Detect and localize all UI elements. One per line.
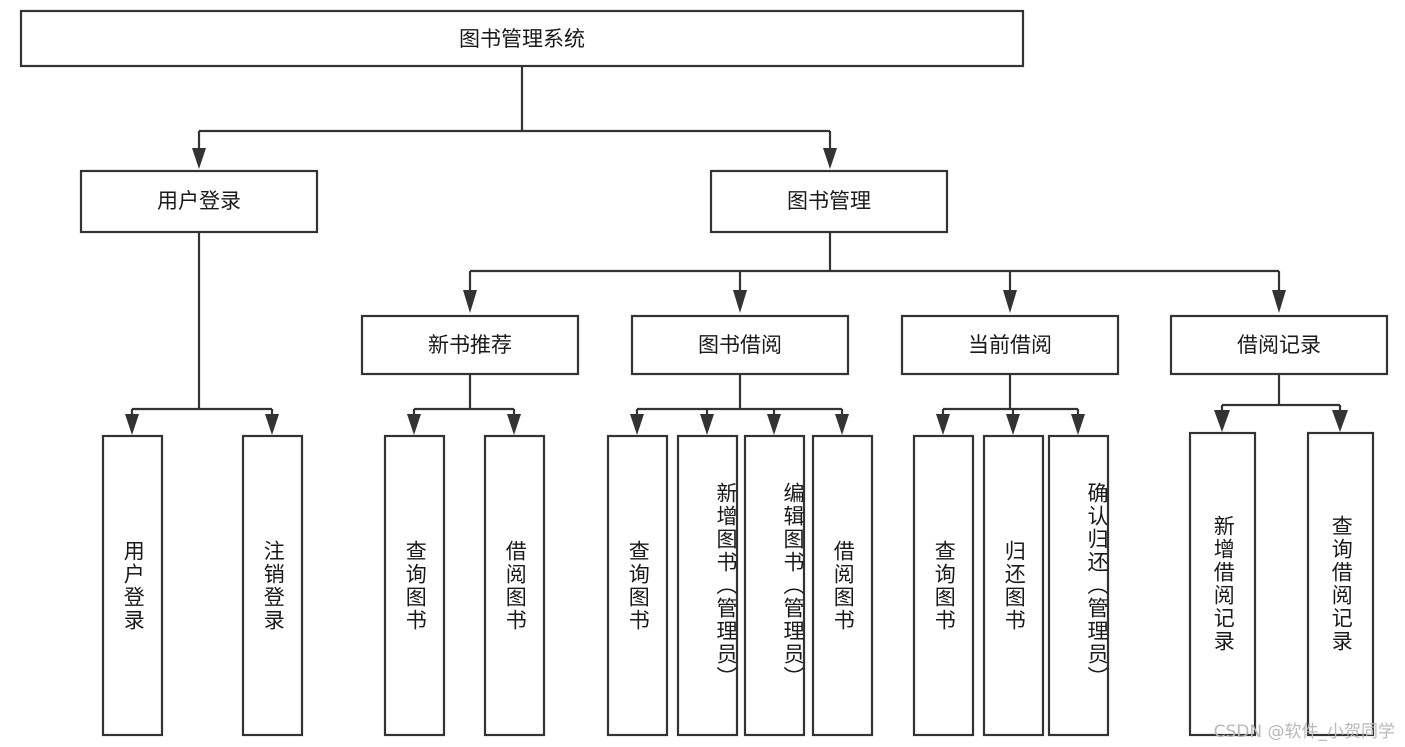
node-borrow-record-label: 借阅记录 bbox=[1237, 333, 1321, 357]
arrow-bm-to-book-borrow-icon bbox=[733, 290, 747, 313]
arrow-cb-leaf-2-icon bbox=[1006, 414, 1020, 435]
leaf-box-edit-book[interactable] bbox=[743, 434, 806, 737]
arrow-bb-leaf-4-icon bbox=[835, 414, 849, 435]
arrow-br-leaf-1-icon bbox=[1214, 410, 1230, 432]
node-borrow-record[interactable]: 借阅记录 bbox=[1169, 314, 1389, 376]
node-root[interactable]: 图书管理系统 bbox=[19, 9, 1025, 68]
leaf-box-add-record[interactable] bbox=[1188, 431, 1257, 737]
node-book-management[interactable]: 图书管理 bbox=[709, 169, 949, 234]
arrow-bb-leaf-1-icon bbox=[630, 414, 644, 435]
arrow-nbr-leaf-1-icon bbox=[407, 414, 421, 435]
leaf-boxes bbox=[101, 431, 1375, 737]
node-book-management-label: 图书管理 bbox=[787, 189, 871, 213]
node-user-login-label: 用户登录 bbox=[157, 189, 241, 213]
arrow-user-login-leaf-1-icon bbox=[125, 414, 139, 435]
csdn-watermark: CSDN @软件_小贺同学 bbox=[1213, 722, 1395, 742]
arrow-user-login-leaf-2-icon bbox=[265, 414, 279, 435]
connector-group-book-borrow bbox=[630, 374, 849, 435]
node-user-login-box[interactable] bbox=[79, 169, 319, 234]
node-book-borrow-label: 图书借阅 bbox=[698, 333, 782, 357]
leaf-box-confirm-return[interactable] bbox=[1047, 434, 1110, 737]
node-current-borrow-label: 当前借阅 bbox=[968, 333, 1052, 357]
leaf-box-add-book[interactable] bbox=[676, 434, 739, 737]
connector-group-user-login bbox=[125, 232, 279, 435]
node-new-book-recommend[interactable]: 新书推荐 bbox=[360, 314, 580, 376]
arrow-bb-leaf-3-icon bbox=[767, 414, 781, 435]
arrow-cb-leaf-1-icon bbox=[936, 414, 950, 435]
arrow-root-to-book-management-icon bbox=[823, 148, 837, 169]
leaf-box-query-book-2[interactable] bbox=[606, 434, 669, 737]
node-root-box[interactable] bbox=[19, 9, 1025, 68]
connector-group-root bbox=[192, 66, 837, 169]
leaf-box-user-login[interactable] bbox=[101, 434, 164, 737]
leaf-box-return-book[interactable] bbox=[982, 434, 1045, 737]
leaf-box-query-book-3[interactable] bbox=[912, 434, 975, 737]
node-borrow-record-box[interactable] bbox=[1169, 314, 1389, 376]
leaf-box-query-book-1[interactable] bbox=[383, 434, 446, 737]
node-new-book-recommend-label: 新书推荐 bbox=[428, 333, 512, 357]
node-user-login[interactable]: 用户登录 bbox=[79, 169, 319, 234]
connector-group-new-book-recommend bbox=[407, 374, 521, 435]
arrow-bm-to-new-book-icon bbox=[463, 290, 477, 313]
arrow-bb-leaf-2-icon bbox=[700, 414, 714, 435]
leaf-box-query-record[interactable] bbox=[1306, 431, 1375, 737]
node-book-management-box[interactable] bbox=[709, 169, 949, 234]
leaf-box-logout-login[interactable] bbox=[241, 434, 304, 737]
node-current-borrow-box[interactable] bbox=[900, 314, 1120, 376]
arrow-cb-leaf-3-icon bbox=[1071, 414, 1085, 435]
arrow-nbr-leaf-2-icon bbox=[507, 414, 521, 435]
node-current-borrow[interactable]: 当前借阅 bbox=[900, 314, 1120, 376]
node-new-book-recommend-box[interactable] bbox=[360, 314, 580, 376]
connector-group-borrow-record bbox=[1214, 374, 1348, 432]
node-book-borrow[interactable]: 图书借阅 bbox=[630, 314, 850, 376]
node-book-borrow-box[interactable] bbox=[630, 314, 850, 376]
arrow-bm-to-current-borrow-icon bbox=[1003, 290, 1017, 313]
connector-group-current-borrow bbox=[936, 374, 1085, 435]
leaf-box-borrow-book-2[interactable] bbox=[811, 434, 874, 737]
arrow-br-leaf-2-icon bbox=[1332, 410, 1348, 432]
connector-group-book-management bbox=[463, 232, 1286, 313]
leaf-box-borrow-book-1[interactable] bbox=[483, 434, 546, 737]
node-root-label: 图书管理系统 bbox=[459, 27, 585, 51]
arrow-bm-to-borrow-record-icon bbox=[1272, 290, 1286, 313]
arrow-root-to-user-login-icon bbox=[192, 148, 206, 169]
